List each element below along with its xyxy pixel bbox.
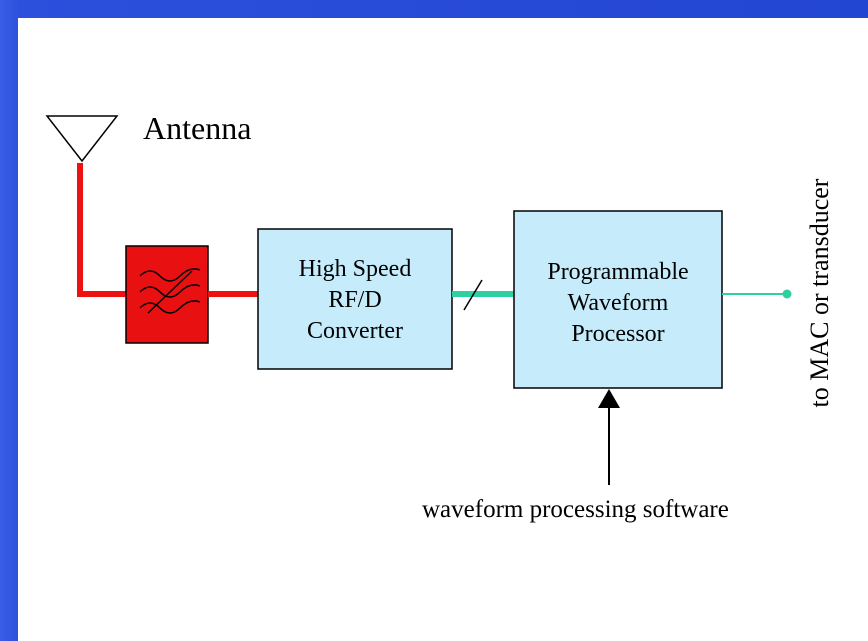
output-dot [782, 289, 792, 299]
converter-label-line1: High Speed [298, 256, 412, 282]
software-arrow-head [598, 389, 620, 408]
bus-slash-mark [463, 279, 483, 311]
converter-label-line3: Converter [307, 318, 403, 344]
output-label: to MAC or transducer [805, 178, 834, 408]
antenna-feed-line [77, 163, 126, 297]
block-diagram [45, 115, 792, 485]
processor-label-line1: Programmable [547, 259, 689, 285]
slide-panel: Antenna High Speed RF/D Converter Progra… [18, 18, 868, 641]
converter-box [257, 228, 453, 370]
converter-label: High Speed RF/D Converter [258, 254, 452, 347]
software-label: waveform processing software [422, 496, 729, 523]
processor-label-line2: Waveform [567, 290, 669, 316]
antenna-label: Antenna [143, 110, 252, 146]
filter-icon [139, 268, 201, 314]
antenna-icon [45, 115, 119, 163]
processor-label-line3: Processor [571, 321, 665, 347]
processor-label: Programmable Waveform Processor [514, 257, 722, 350]
processor-box [513, 210, 723, 389]
converter-label-line2: RF/D [328, 287, 382, 313]
